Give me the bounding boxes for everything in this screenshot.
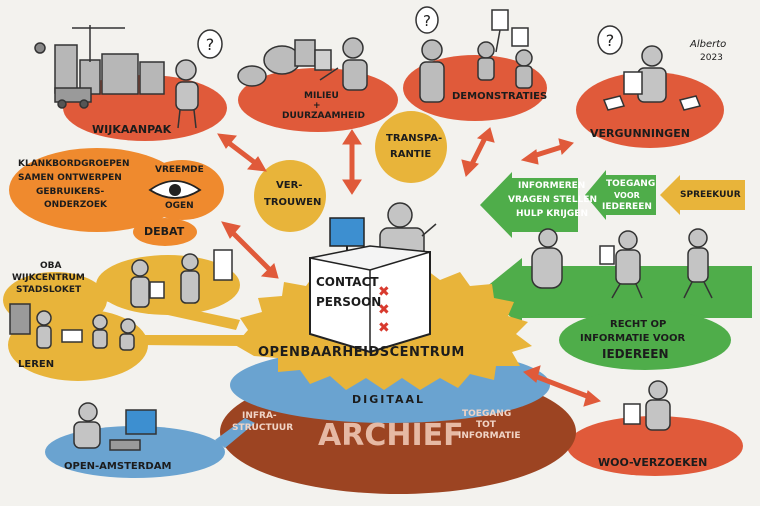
label-woo-verzoeken: WOO-VERZOEKEN	[598, 456, 708, 469]
environment-illustration	[237, 37, 368, 91]
label-leren: LEREN	[18, 359, 55, 370]
recht-op-informatie-blob	[559, 310, 731, 370]
debat-blob	[133, 218, 197, 246]
construction-illustration	[34, 25, 165, 109]
label-wijkcentrum: WIJKCENTRUM	[12, 273, 85, 283]
label-vreemde: VREEMDE	[155, 165, 204, 175]
label-toegang-tot: TOEGANG	[462, 409, 512, 419]
spreekuur-arrow	[660, 175, 745, 215]
klankbord-blob	[9, 148, 185, 232]
label-oba: OBA	[40, 261, 62, 271]
label-debat: DEBAT	[144, 225, 185, 238]
toegang-arrow	[585, 170, 656, 220]
label-samen-ontwerpen: SAMEN ONTWERPEN	[18, 173, 122, 183]
informeren-arrow	[480, 172, 578, 238]
label-informeren: INFORMEREN	[518, 181, 586, 191]
label-transparantie-line1: TRANSPA-	[386, 133, 443, 144]
label-structuur: STRUCTUUR	[232, 423, 294, 433]
leren-connector	[140, 335, 245, 346]
label-stadsloket: STADSLOKET	[16, 285, 82, 295]
label-toegang: TOEGANG	[606, 179, 656, 189]
label-klankbordgroepen: KLANKBORDGROEPEN	[18, 159, 130, 169]
woo-blob	[567, 416, 743, 476]
contact-desk	[309, 245, 431, 354]
amsterdam-crosses-icon: ✖ ✖ ✖	[378, 284, 390, 336]
label-iedereen: IEDEREEN	[602, 202, 652, 212]
label-vertrouwen-line1: VER-	[276, 180, 303, 191]
label-spreekuur: SPREEKUUR	[680, 190, 741, 200]
label-recht-op: RECHT OP	[610, 319, 667, 330]
demonstrators-illustration	[419, 9, 533, 103]
label-voor: VOOR	[614, 191, 640, 200]
label-ogen: OGEN	[165, 201, 194, 211]
label-gebruikers: GEBRUIKERS-	[36, 187, 105, 197]
person-illustration	[175, 59, 199, 129]
svg-text:✖: ✖	[378, 320, 390, 336]
permits-illustration	[602, 45, 702, 111]
label-open-amsterdam: OPEN-AMSTERDAM	[64, 461, 172, 472]
signature-name: Alberto	[690, 39, 727, 50]
computer-user-illustration	[73, 402, 157, 451]
label-vergunningen: VERGUNNINGEN	[590, 127, 690, 140]
question-bubble-icon: ?	[597, 25, 623, 55]
woo-person-illustration	[623, 380, 671, 431]
signature-year: 2023	[700, 53, 723, 63]
label-transparantie-line2: RANTIE	[390, 149, 432, 160]
label-demonstraties: DEMONSTRATIES	[452, 91, 548, 102]
label-persoon: PERSOON	[316, 295, 382, 309]
label-milieu-plus: +	[313, 101, 321, 111]
svg-text:✖: ✖	[378, 302, 390, 318]
classroom-illustration	[9, 303, 136, 351]
label-hulp-krijgen: HULP KRIJGEN	[516, 209, 588, 219]
vertrouwen-blob	[254, 160, 326, 232]
label-iedereen-rights: IEDEREEN	[602, 347, 669, 361]
label-vertrouwen-line2: TROUWEN	[264, 197, 322, 208]
label-vragen-stellen: VRAGEN STELLEN	[508, 195, 597, 205]
label-contact: CONTACT	[316, 275, 379, 289]
vergunningen-blob	[576, 72, 724, 148]
question-bubble-icon: ?	[415, 6, 439, 34]
label-milieu-line1: MILIEU	[304, 91, 339, 101]
label-informatie-voor: INFORMATIE VOOR	[580, 333, 686, 344]
reading-people-illustration	[130, 249, 233, 308]
label-tot: TOT	[476, 420, 496, 430]
double-arrows	[217, 127, 602, 407]
label-wijkaanpak: WIJKAANPAK	[92, 123, 172, 136]
question-bubble-icon: ?	[197, 29, 223, 59]
label-milieu-line2: DUURZAAMHEID	[282, 111, 365, 121]
svg-text:?: ?	[206, 35, 215, 54]
open-amsterdam-connector	[215, 418, 255, 448]
svg-text:?: ?	[606, 31, 615, 50]
label-informatie: INFORMATIE	[458, 431, 521, 441]
label-archief: ARCHIEF	[318, 418, 464, 453]
transparantie-blob	[375, 111, 447, 183]
eye-icon	[148, 180, 202, 199]
svg-text:?: ?	[423, 12, 431, 30]
walking-people-illustration	[531, 228, 713, 299]
svg-text:✖: ✖	[378, 284, 390, 300]
label-infra: INFRA-	[242, 411, 277, 421]
label-digitaal: DIGITAAL	[352, 393, 426, 406]
label-onderzoek: ONDERZOEK	[44, 200, 108, 210]
label-openbaarheidscentrum: OPENBAARHEIDSCENTRUM	[258, 345, 465, 360]
